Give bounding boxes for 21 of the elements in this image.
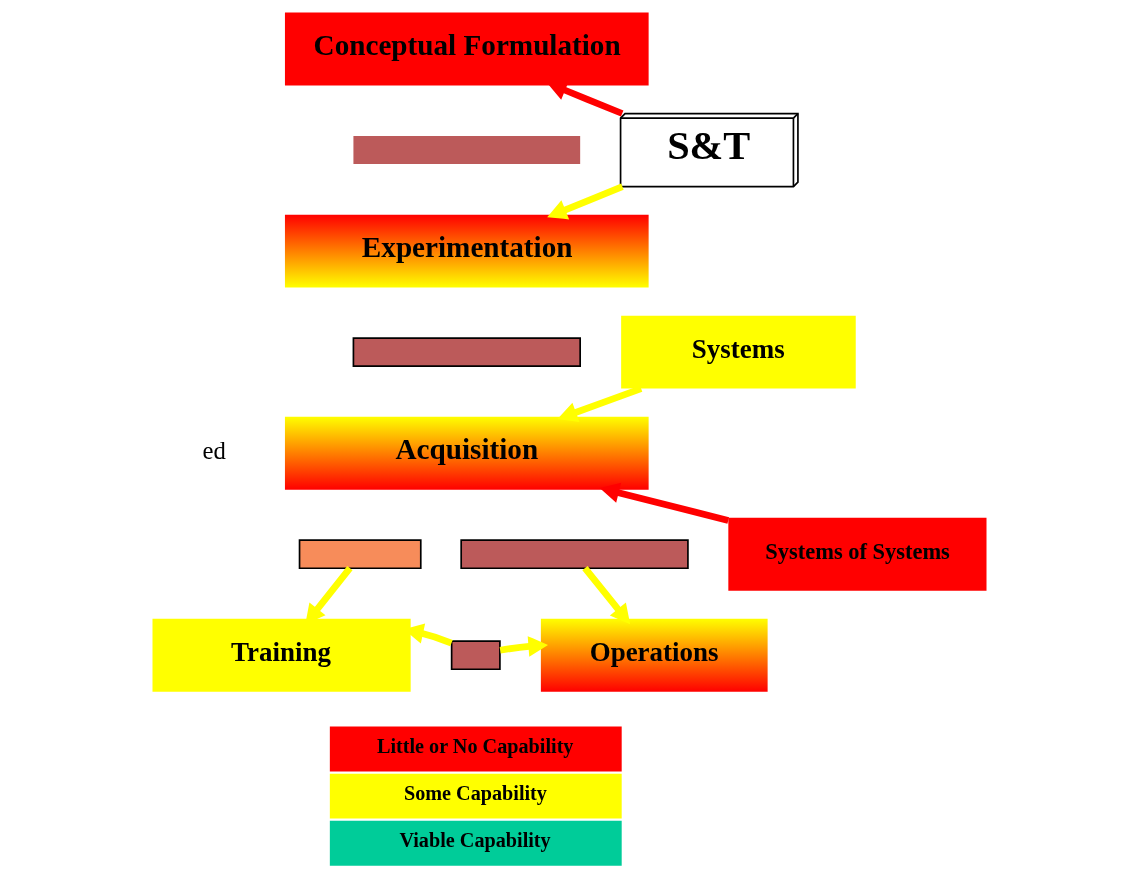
legend-label: Little or No Capability — [376, 734, 573, 757]
label: ed — [202, 437, 226, 465]
node-bar — [352, 136, 580, 165]
node-bar — [352, 337, 581, 367]
arrow — [499, 636, 548, 657]
legend-label: Viable Capability — [398, 829, 551, 852]
legend-label: Some Capability — [403, 781, 547, 804]
arrow — [546, 183, 624, 220]
node-box: Systems of Systems — [727, 517, 986, 591]
arrow — [557, 385, 642, 423]
node-bar — [450, 640, 501, 671]
node-box: Acquisition — [284, 416, 649, 490]
node-box: Conceptual Formulation — [284, 12, 649, 86]
node-box: Systems — [620, 315, 856, 389]
node-box: Training — [152, 618, 411, 692]
node-bar — [298, 539, 422, 570]
node-bar — [459, 539, 689, 570]
node-box: Operations — [540, 618, 768, 692]
arrow — [599, 482, 729, 524]
arrow — [581, 566, 630, 625]
node-box: Experimentation — [284, 214, 649, 288]
